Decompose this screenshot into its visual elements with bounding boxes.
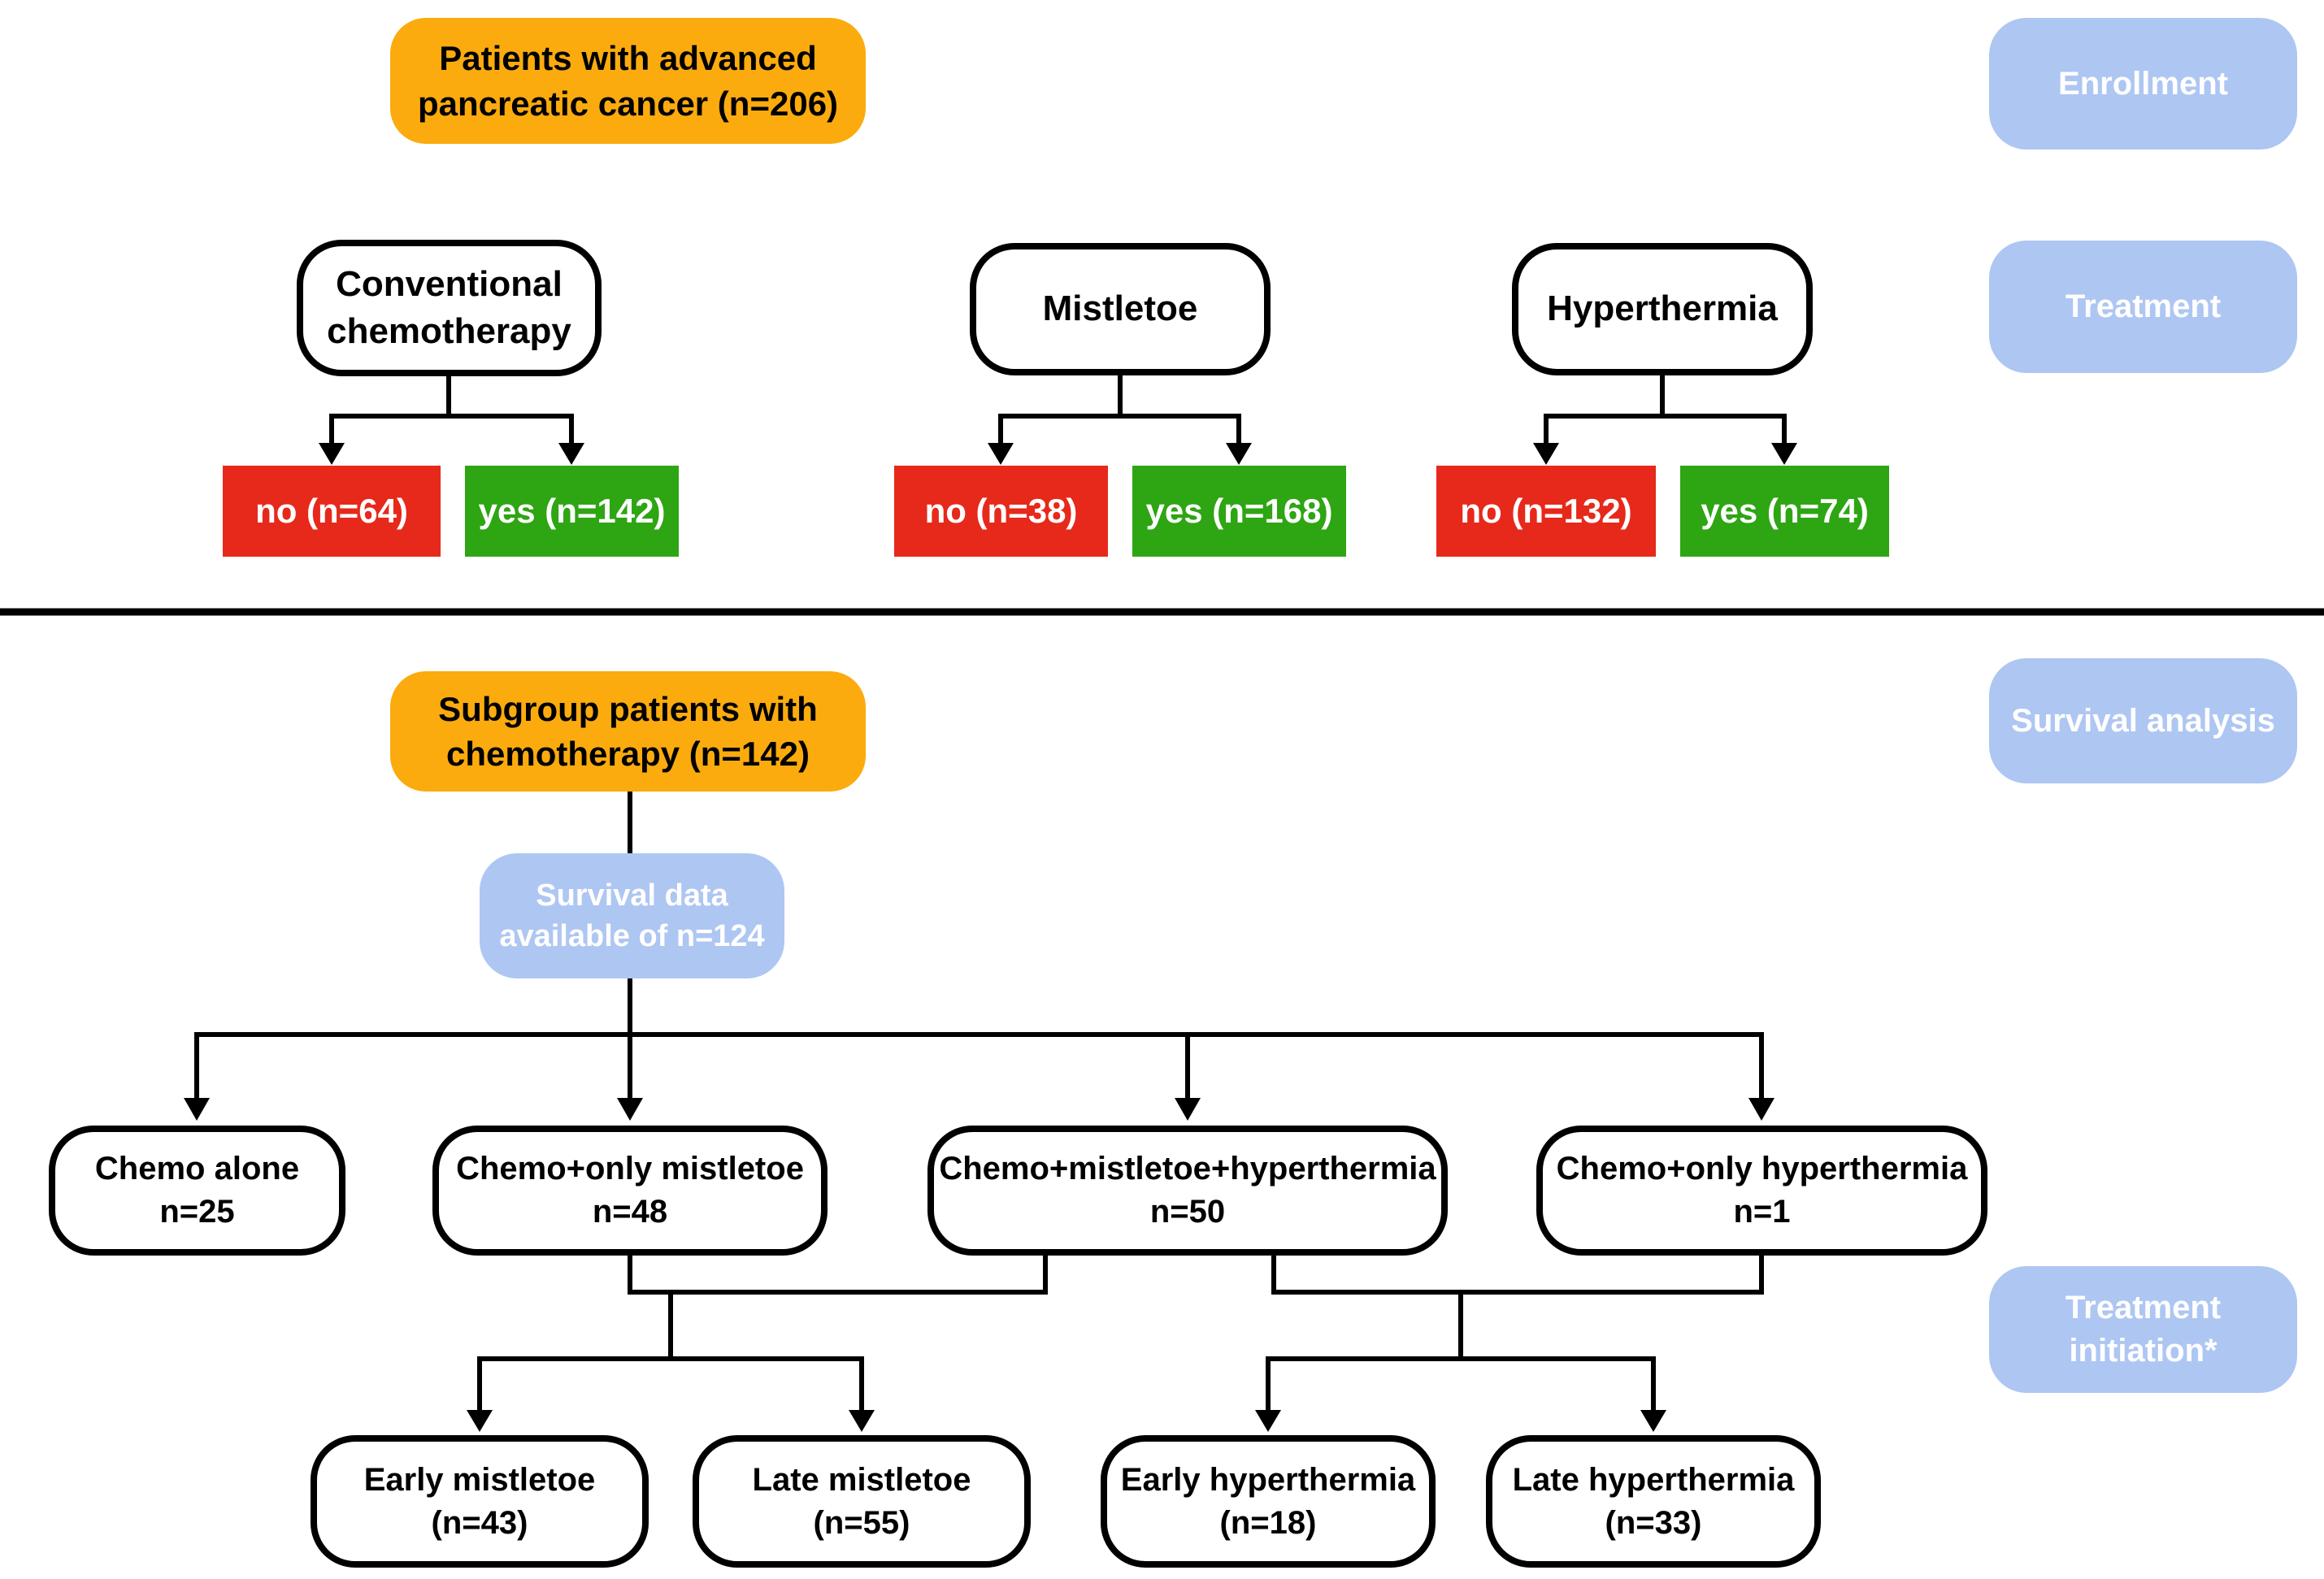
arrow-head (617, 1098, 643, 1121)
hyperthermia-box: Hyperthermia (1512, 243, 1813, 375)
stage-label-enrollment: Enrollment (1989, 18, 2297, 150)
arrow-head (1748, 1098, 1774, 1121)
stage-label-treatment: Treatment (1989, 241, 2297, 373)
late-hyperthermia-line2: (n=33) (1605, 1504, 1702, 1541)
mistletoe-label: Mistletoe (1042, 288, 1198, 329)
stage-label-treatment-initiation-line1: Treatment (2065, 1290, 2222, 1326)
arrow-head (1533, 443, 1559, 465)
survival-data-line2: available of n=124 (499, 919, 765, 953)
chemo-only-mistletoe-box: Chemo+only mistletoe n=48 (432, 1126, 828, 1256)
chemo-alone-box: Chemo alone n=25 (49, 1126, 345, 1256)
chemo-mistletoe-hyperthermia-line2: n=50 (1149, 1194, 1226, 1230)
stage-label-survival-analysis-text: Survival analysis (2011, 702, 2275, 739)
early-mistletoe-line1: Early mistletoe (363, 1461, 596, 1498)
root-population-line2: pancreatic cancer (n=206) (417, 84, 839, 123)
mistletoe-initiation-connector (467, 1256, 1048, 1432)
early-mistletoe-line2: (n=43) (431, 1504, 528, 1541)
chemo-alone-line2: n=25 (159, 1194, 235, 1230)
stage-label-treatment-initiation: Treatment initiation* (1989, 1266, 2297, 1393)
hyperthermia-no-text: no (n=132) (1460, 492, 1632, 531)
arrow-head (184, 1098, 210, 1121)
arrow-head (558, 443, 584, 465)
chemo-mistletoe-hyperthermia-line1: Chemo+mistletoe+hyperthermia (939, 1151, 1436, 1187)
arrow-head (988, 443, 1014, 465)
conventional-chemotherapy-line1: Conventional (336, 263, 563, 304)
chemo-only-hyperthermia-box: Chemo+only hyperthermia n=1 (1536, 1126, 1987, 1256)
early-hyperthermia-line2: (n=18) (1219, 1504, 1317, 1541)
hyperthermia-yes-box: yes (n=74) (1680, 466, 1889, 557)
mistletoe-no-text: no (n=38) (924, 492, 1078, 531)
chemotherapy-no-text: no (n=64) (255, 492, 408, 531)
root-population-line1: Patients with advanced (439, 39, 817, 78)
late-mistletoe-line1: Late mistletoe (752, 1461, 971, 1498)
chemo-mistletoe-hyperthermia-box: Chemo+mistletoe+hyperthermia n=50 (927, 1126, 1448, 1256)
chemotherapy-yes-text: yes (n=142) (478, 492, 666, 531)
chemotherapy-no-box: no (n=64) (223, 466, 441, 557)
chemo-alone-line1: Chemo alone (94, 1151, 300, 1187)
survival-data-box: Survival data available of n=124 (480, 853, 784, 978)
late-hyperthermia-box: Late hyperthermia (n=33) (1486, 1435, 1821, 1568)
chemo-only-mistletoe-line1: Chemo+only mistletoe (456, 1151, 804, 1187)
hyperthermia-yes-text: yes (n=74) (1701, 492, 1869, 531)
subgroup-line2: chemotherapy (n=142) (446, 735, 810, 773)
early-hyperthermia-line1: Early hyperthermia (1120, 1461, 1416, 1498)
chemo-only-mistletoe-line2: n=48 (592, 1194, 668, 1230)
chemo-only-hyperthermia-line2: n=1 (1733, 1194, 1791, 1230)
early-mistletoe-box: Early mistletoe (n=43) (311, 1435, 649, 1568)
arrow-head (1640, 1410, 1666, 1432)
hyperthermia-fork-connector (1533, 375, 1797, 465)
conventional-chemotherapy-line2: chemotherapy (327, 311, 571, 351)
hyperthermia-initiation-connector (1255, 1256, 1764, 1432)
stage-label-treatment-initiation-line2: initiation* (2069, 1333, 2218, 1369)
arrow-head (1226, 443, 1252, 465)
mistletoe-yes-text: yes (n=168) (1145, 492, 1333, 531)
mistletoe-no-box: no (n=38) (894, 466, 1108, 557)
chemo-only-hyperthermia-line1: Chemo+only hyperthermia (1556, 1151, 1968, 1187)
arrow-head (1175, 1098, 1201, 1121)
survival-data-line1: Survival data (536, 878, 728, 913)
arrow-head (1771, 443, 1797, 465)
root-population-box: Patients with advanced pancreatic cancer… (390, 18, 866, 144)
stage-label-treatment-text: Treatment (2065, 288, 2222, 325)
hyperthermia-label: Hyperthermia (1547, 288, 1778, 329)
mistletoe-fork-connector (988, 375, 1252, 465)
chemotherapy-yes-box: yes (n=142) (465, 466, 679, 557)
chemotherapy-fork-connector (319, 375, 584, 465)
arrow-head (1255, 1410, 1281, 1432)
arrow-head (849, 1410, 875, 1432)
survival-flow-connector (184, 792, 1774, 1121)
late-hyperthermia-line1: Late hyperthermia (1512, 1461, 1795, 1498)
subgroup-line1: Subgroup patients with (438, 689, 818, 728)
late-mistletoe-line2: (n=55) (813, 1504, 910, 1541)
mistletoe-box: Mistletoe (970, 243, 1271, 375)
early-hyperthermia-box: Early hyperthermia (n=18) (1101, 1435, 1436, 1568)
subgroup-box: Subgroup patients with chemotherapy (n=1… (390, 671, 866, 792)
stage-label-survival-analysis: Survival analysis (1989, 658, 2297, 783)
conventional-chemotherapy-box: Conventional chemotherapy (297, 240, 602, 376)
late-mistletoe-box: Late mistletoe (n=55) (693, 1435, 1031, 1568)
stage-label-enrollment-text: Enrollment (2058, 65, 2228, 102)
mistletoe-yes-box: yes (n=168) (1132, 466, 1346, 557)
hyperthermia-no-box: no (n=132) (1436, 466, 1656, 557)
arrow-head (467, 1410, 493, 1432)
arrow-head (319, 443, 345, 465)
